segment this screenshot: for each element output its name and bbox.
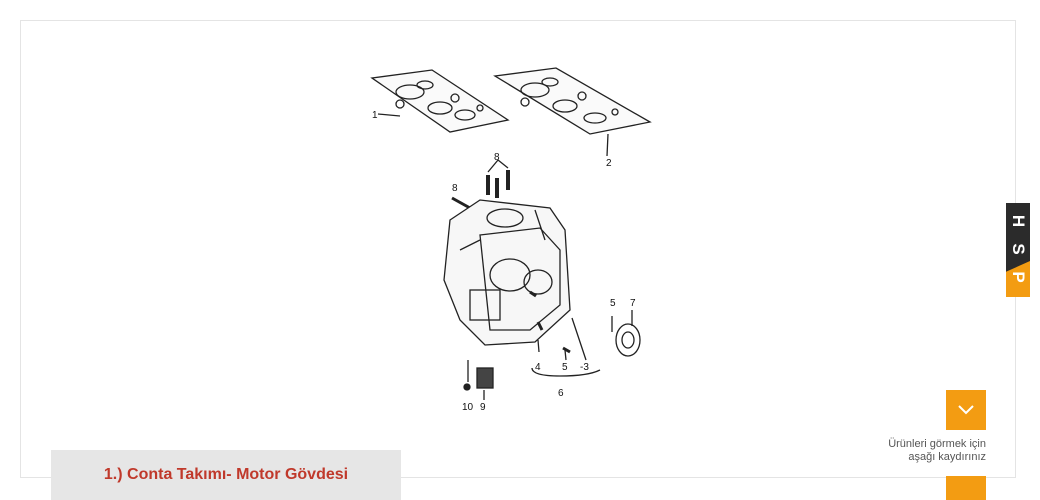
hsp-side-tab[interactable]: H S P — [1006, 203, 1030, 297]
scroll-down-button[interactable] — [946, 390, 986, 430]
side-tab-letter-p: P — [1009, 271, 1028, 283]
chevron-down-icon — [958, 405, 974, 415]
product-caption: 1.) Conta Takımı- Motor Gövdesi — [51, 450, 401, 500]
label-10: 10 — [462, 402, 474, 413]
engine-block — [443, 199, 571, 346]
label-4: 4 — [535, 362, 541, 373]
label-8b: 8 — [452, 183, 458, 194]
label-1: 1 — [372, 110, 378, 121]
flywheel — [615, 323, 641, 357]
label-7: 7 — [630, 298, 636, 309]
scroll-hint-line2: aşağı kaydırınız — [908, 451, 986, 463]
caption-title: 1.) Conta Takımı- Motor Gövdesi — [103, 466, 349, 483]
scroll-hint: Ürünleri görmek için aşağı kaydırınız — [888, 438, 986, 464]
secondary-scroll-button[interactable] — [946, 476, 986, 500]
exploded-parts-diagram: 1 2 8 8 5 7 4 5 -3 6 10 9 — [370, 67, 652, 413]
label-9: 9 — [480, 402, 486, 413]
label-5b: 5 — [562, 362, 568, 373]
label-5a: 5 — [610, 298, 616, 309]
gasket-sheet-1 — [370, 69, 510, 133]
label-8a: 8 — [494, 152, 500, 163]
label-3: -3 — [580, 362, 589, 373]
label-6: 6 — [558, 388, 564, 399]
side-tab-letter-s: S — [1009, 243, 1028, 255]
scroll-hint-line1: Ürünleri görmek için — [888, 438, 986, 450]
label-2: 2 — [606, 158, 612, 169]
side-tab-letter-h: H — [1009, 214, 1028, 228]
